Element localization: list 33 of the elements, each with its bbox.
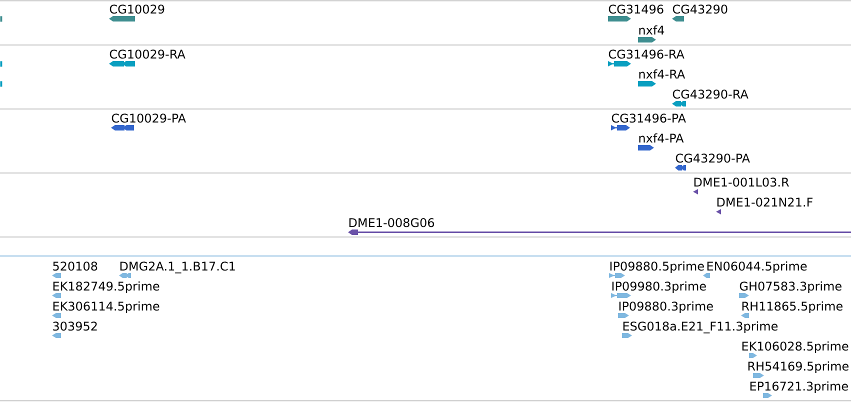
feature-label: GH07583.3prime — [740, 281, 842, 293]
feature-label: IP09980.3prime — [612, 281, 706, 293]
feature-label: DMG2A.1_1.B17.C1 — [120, 262, 235, 274]
feature-label: CG43290 — [672, 4, 728, 14]
feature-label: CG31496-RA — [608, 50, 684, 59]
feature-label: 520108 — [53, 262, 98, 271]
feature-label: nxf4-RA — [639, 69, 686, 78]
feature-label: CG10029-RA — [110, 50, 186, 59]
feature-label: CG10029 — [110, 4, 164, 14]
feature-label: nxf4 — [639, 25, 664, 34]
feature-label: IP09880.5prime — [610, 261, 704, 273]
feature-bar — [0, 16, 2, 22]
feature-label: EK182749.5prime — [53, 281, 160, 293]
feature-label: DME1-008G06 — [349, 218, 434, 228]
feature-label: EN06044.5prime — [707, 261, 807, 273]
feature-label: CG31496 — [608, 4, 664, 14]
feature-label: IP09880.3prime — [619, 301, 713, 313]
feature-bar — [0, 81, 2, 87]
feature-label: CG43290-PA — [676, 154, 750, 163]
feature-label: CG10029-PA — [112, 114, 186, 123]
feature-label: EK306114.5prime — [53, 301, 160, 313]
feature-bar — [0, 61, 2, 67]
feature-label: DME1-001L03.R — [694, 178, 789, 187]
feature-label: DME1-021N21.F — [717, 198, 813, 207]
feature-label: nxf4-PA — [639, 133, 684, 142]
feature-label: EK106028.5prime — [742, 341, 848, 353]
feature-label: 303952 — [53, 322, 97, 331]
feature-label: RH54169.5prime — [748, 361, 848, 373]
feature-label: EP16721.3prime — [750, 381, 848, 393]
feature-label: CG43290-RA — [672, 90, 748, 99]
feature-label: CG31496-PA — [612, 114, 686, 123]
feature-label: RH11865.5prime — [742, 301, 842, 313]
feature-label: ESG018a.E21_F11.3prime — [623, 321, 778, 334]
